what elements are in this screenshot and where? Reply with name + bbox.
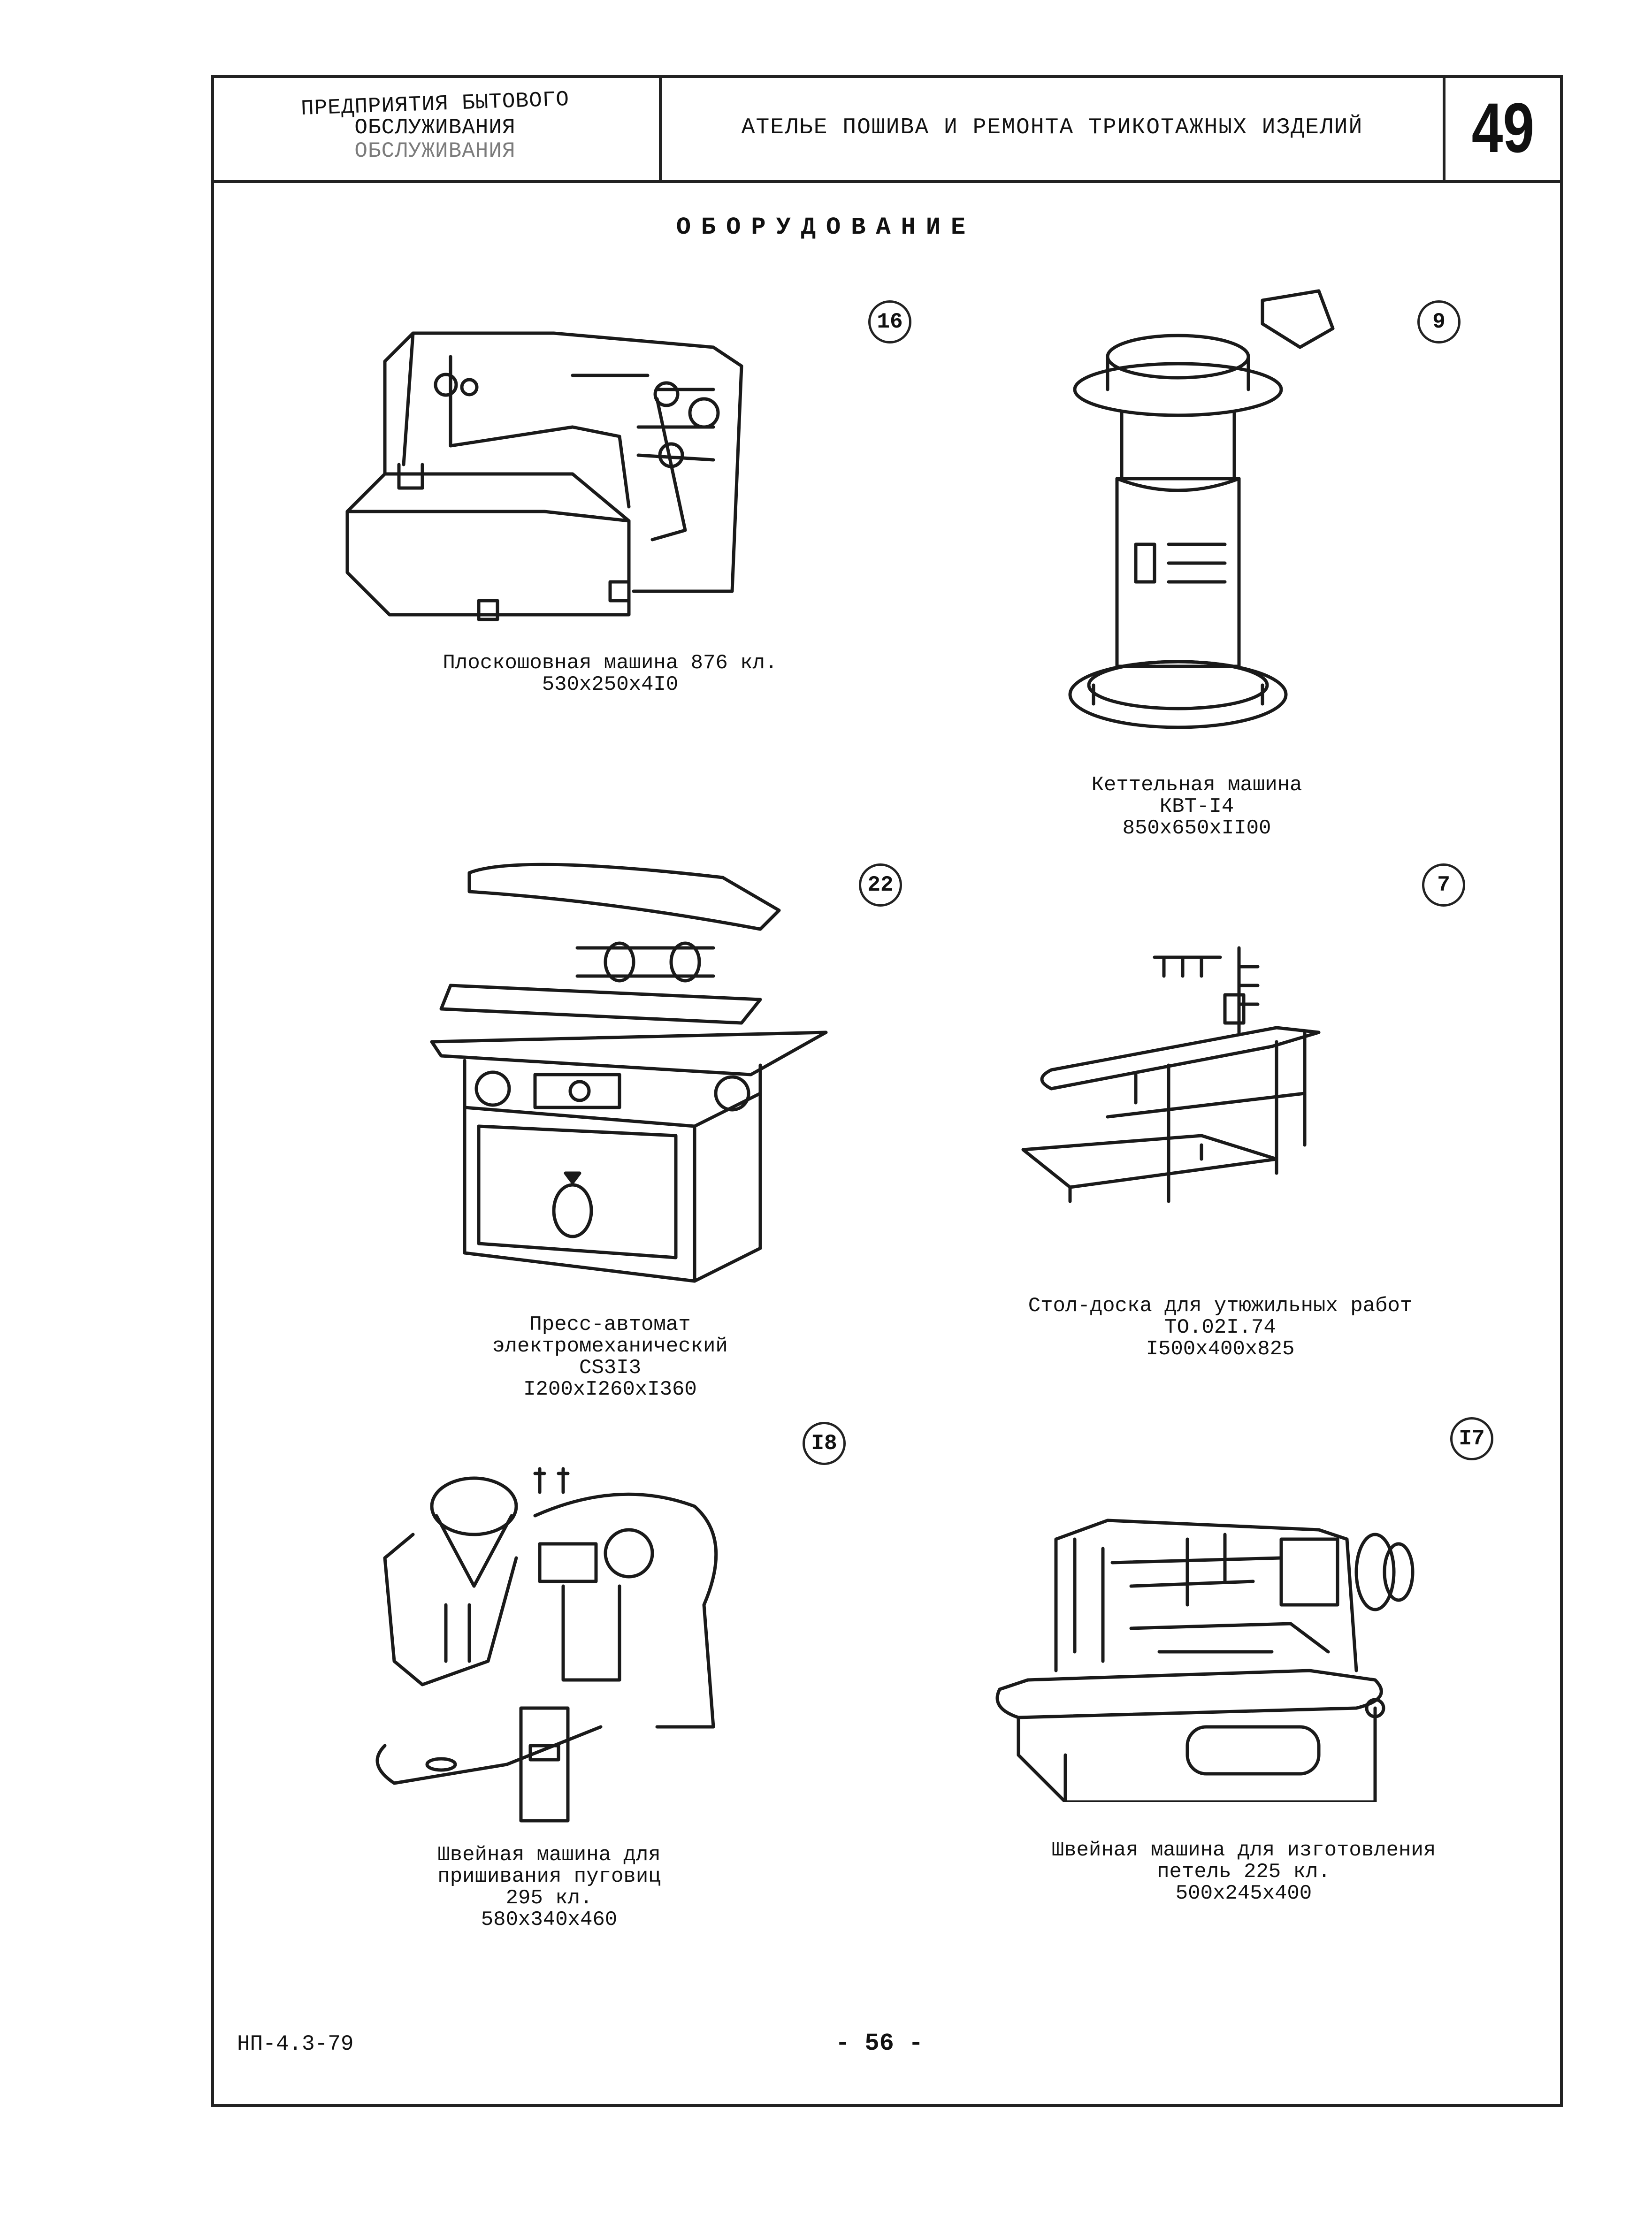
section-title: ОБОРУДОВАНИЕ (676, 214, 976, 241)
caption-line: ТО.02I.74 (1164, 1316, 1276, 1339)
caption-line: CS3I3 (579, 1356, 642, 1380)
org-line-3: ОБСЛУЖИВАНИЯ (354, 139, 516, 163)
caption-line: петель 225 кл. (1157, 1860, 1331, 1884)
sheet-number-text: 49 (1471, 88, 1534, 167)
document-title: АТЕЛЬЕ ПОШИВА И РЕМОНТА ТРИКОТАЖНЫХ ИЗДЕ… (662, 75, 1446, 180)
item-caption: Швейная машина для пришивания пуговиц 29… (338, 1844, 760, 1931)
buttonhole-sewing-machine-icon (995, 1519, 1415, 1802)
caption-line: пришивания пуговиц (437, 1865, 661, 1888)
caption-line: Плоскошовная машина 876 кл. (443, 651, 778, 675)
document-code: НП-4.3-79 (237, 2032, 354, 2056)
caption-line: Швейная машина для изготовления (1051, 1839, 1436, 1862)
item-number-badge: I7 (1450, 1417, 1493, 1460)
item-number-badge: I8 (803, 1422, 846, 1465)
caption-line: КВТ-I4 (1159, 795, 1234, 818)
page-frame (211, 75, 1563, 2107)
item-caption: Плоскошовная машина 876 кл. 530x250x4I0 (329, 652, 892, 695)
caption-line: 295 кл. (505, 1886, 593, 1910)
org-line-2: ОБСЛУЖИВАНИЯ (354, 115, 516, 140)
caption-line: Кеттельная машина (1091, 773, 1302, 797)
item-number-badge: 22 (859, 863, 902, 907)
organization-stamp: ПРЕДПРИЯТИЯ БЫТОВОГО ОБСЛУЖИВАНИЯ ОБСЛУЖ… (211, 75, 662, 180)
item-caption: Стол-доска для утюжильных работ ТО.02I.7… (962, 1295, 1478, 1360)
caption-line: Швейная машина для (437, 1843, 661, 1867)
item-caption: Швейная машина для изготовления петель 2… (986, 1839, 1502, 1904)
press-automat-icon (430, 862, 828, 1283)
linking-machine-icon (1068, 289, 1335, 729)
item-number-badge: 9 (1417, 300, 1461, 343)
ironing-table-icon (1021, 946, 1321, 1203)
caption-line: Стол-доска для утюжильных работ (1028, 1294, 1413, 1318)
caption-line: 500x245x400 (1175, 1882, 1312, 1905)
item-number-badge: 7 (1422, 863, 1465, 907)
title-block: ПРЕДПРИЯТИЯ БЫТОВОГО ОБСЛУЖИВАНИЯ ОБСЛУЖ… (211, 75, 1563, 183)
caption-line: 850x650xII00 (1122, 817, 1271, 840)
caption-line: 530x250x4I0 (542, 673, 679, 696)
item-number-badge: 16 (868, 300, 911, 343)
caption-line: электромеханический (492, 1335, 728, 1358)
caption-line: Пресс-автомат (529, 1313, 691, 1336)
caption-line: I500x400x825 (1146, 1337, 1295, 1361)
caption-line: I200xI260xI360 (523, 1378, 697, 1401)
button-sewing-machine-icon (375, 1467, 718, 1823)
item-caption: Кеттельная машина КВТ-I4 850x650xII00 (986, 774, 1408, 839)
caption-line: 580x340x460 (481, 1908, 618, 1931)
sheet-number: 49 (1446, 75, 1560, 180)
page-number: - 56 - (835, 2030, 924, 2057)
org-line-1: ПРЕДПРИЯТИЯ БЫТОВОГО (300, 87, 570, 121)
flatlock-sewing-machine-icon (345, 331, 743, 621)
item-caption: Пресс-автомат электромеханический CS3I3 … (399, 1314, 821, 1400)
document-title-text: АТЕЛЬЕ ПОШИВА И РЕМОНТА ТРИКОТАЖНЫХ ИЗДЕ… (741, 115, 1363, 140)
